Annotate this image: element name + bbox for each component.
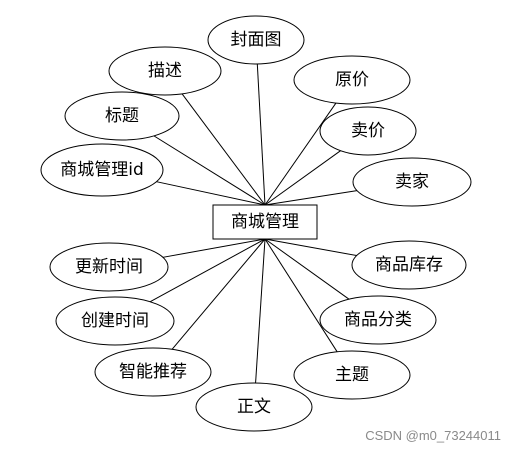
attribute-label: 主题 <box>335 365 369 385</box>
attribute-ellipse <box>108 46 222 96</box>
entity-node: 商城管理 <box>212 204 318 240</box>
attribute-stock: 商品库存 <box>351 240 467 290</box>
attribute-label: 商品库存 <box>375 255 443 275</box>
attribute-ellipse <box>94 347 212 397</box>
attribute-ellipse <box>352 157 472 207</box>
attribute-label: 智能推荐 <box>119 362 187 382</box>
edge-update-time <box>162 238 266 258</box>
edge-recommend <box>171 238 266 350</box>
edge-create-time <box>149 238 266 303</box>
edge-title <box>153 135 266 206</box>
attribute-label: 封面图 <box>231 30 282 50</box>
attribute-cover: 封面图 <box>207 15 305 65</box>
attribute-ellipse <box>293 55 411 105</box>
attribute-ellipse <box>40 143 164 197</box>
entity-box <box>212 204 318 240</box>
edge-sale-price <box>264 150 341 206</box>
attribute-label: 卖价 <box>351 121 385 141</box>
watermark: CSDN @m0_73244011 <box>365 428 501 443</box>
attribute-label: 商城管理id <box>60 160 144 180</box>
attribute-label: 商品分类 <box>344 310 412 330</box>
edge-stock <box>264 238 357 257</box>
entity-label: 商城管理 <box>231 212 299 232</box>
edge-category <box>264 238 350 300</box>
attribute-ellipse <box>293 350 411 400</box>
attribute-ellipse <box>351 240 467 290</box>
attribute-ellipse <box>319 106 417 156</box>
attribute-sale-price: 卖价 <box>319 106 417 156</box>
attribute-ellipse <box>49 242 169 292</box>
attribute-create-time: 创建时间 <box>55 296 175 346</box>
edge-theme <box>264 238 338 353</box>
attribute-label: 卖家 <box>395 172 429 192</box>
attribute-recommend: 智能推荐 <box>94 347 212 397</box>
attribute-title: 标题 <box>64 91 180 141</box>
attribute-ellipse <box>207 15 305 65</box>
attribute-label: 创建时间 <box>81 311 149 331</box>
edge-mall-id <box>156 181 266 206</box>
edge-orig-price <box>264 102 337 206</box>
attribute-label: 描述 <box>148 61 182 81</box>
attribute-mall-id: 商城管理id <box>40 143 164 197</box>
edge-seller <box>264 190 358 206</box>
attribute-orig-price: 原价 <box>293 55 411 105</box>
attribute-ellipse <box>64 91 180 141</box>
edge-cover <box>256 63 266 206</box>
attribute-label: 标题 <box>105 106 139 126</box>
attribute-desc: 描述 <box>108 46 222 96</box>
edge-body-text <box>255 238 266 384</box>
attribute-body-text: 正文 <box>195 382 313 432</box>
attribute-ellipse <box>319 295 437 345</box>
attribute-category: 商品分类 <box>319 295 437 345</box>
attribute-ellipse <box>195 382 313 432</box>
attribute-seller: 卖家 <box>352 157 472 207</box>
attribute-label: 原价 <box>335 70 369 90</box>
attribute-label: 正文 <box>237 397 271 417</box>
attribute-ellipse <box>55 296 175 346</box>
connector-lines <box>149 63 358 384</box>
edge-desc <box>181 93 266 206</box>
attribute-update-time: 更新时间 <box>49 242 169 292</box>
attribute-theme: 主题 <box>293 350 411 400</box>
attribute-label: 更新时间 <box>75 257 143 277</box>
